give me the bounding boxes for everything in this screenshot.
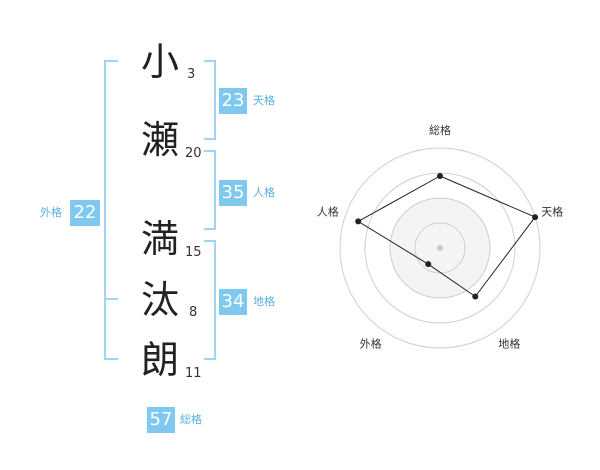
stroke-count-2: 20 — [185, 146, 202, 161]
name-char-4: 汰 — [140, 278, 179, 322]
stroke-count-4: 8 — [189, 305, 198, 320]
gaikaku-value: 22 — [70, 200, 100, 226]
radar-center-dot — [437, 245, 443, 251]
radar-axis-label-3: 外格 — [360, 337, 382, 351]
radar-axis-label-2: 地格 — [498, 337, 520, 351]
stroke-count-1: 3 — [187, 67, 196, 82]
radar-series-shape — [357, 175, 536, 298]
radar-point-4 — [355, 218, 362, 225]
chikaku-label: 地格 — [253, 295, 275, 308]
gaikaku-label: 外格 — [40, 206, 62, 219]
name-char-5: 朗 — [140, 338, 179, 382]
radar-axis-label-0: 総格 — [429, 123, 451, 137]
soukaku-label: 総格 — [180, 413, 202, 426]
stroke-count-3: 15 — [185, 245, 202, 260]
radar-point-2 — [472, 293, 479, 300]
soukaku-value: 57 — [147, 407, 175, 433]
radar-point-0 — [437, 173, 443, 179]
radar-point-1 — [532, 214, 539, 221]
radar-axis-label-4: 人格 — [317, 205, 339, 219]
jinkaku-label: 人格 — [253, 186, 275, 199]
tenkaku-label: 天格 — [253, 94, 275, 107]
name-char-2: 瀬 — [140, 118, 179, 162]
name-char-3: 満 — [140, 217, 179, 261]
radar-axis-label-1: 天格 — [541, 205, 563, 219]
radar-point-3 — [425, 261, 432, 268]
stroke-count-5: 11 — [185, 366, 202, 381]
jinkaku-value: 35 — [219, 180, 247, 206]
name-char-1: 小 — [140, 40, 179, 84]
tenkaku-value: 23 — [219, 88, 247, 114]
chikaku-value: 34 — [219, 289, 247, 315]
